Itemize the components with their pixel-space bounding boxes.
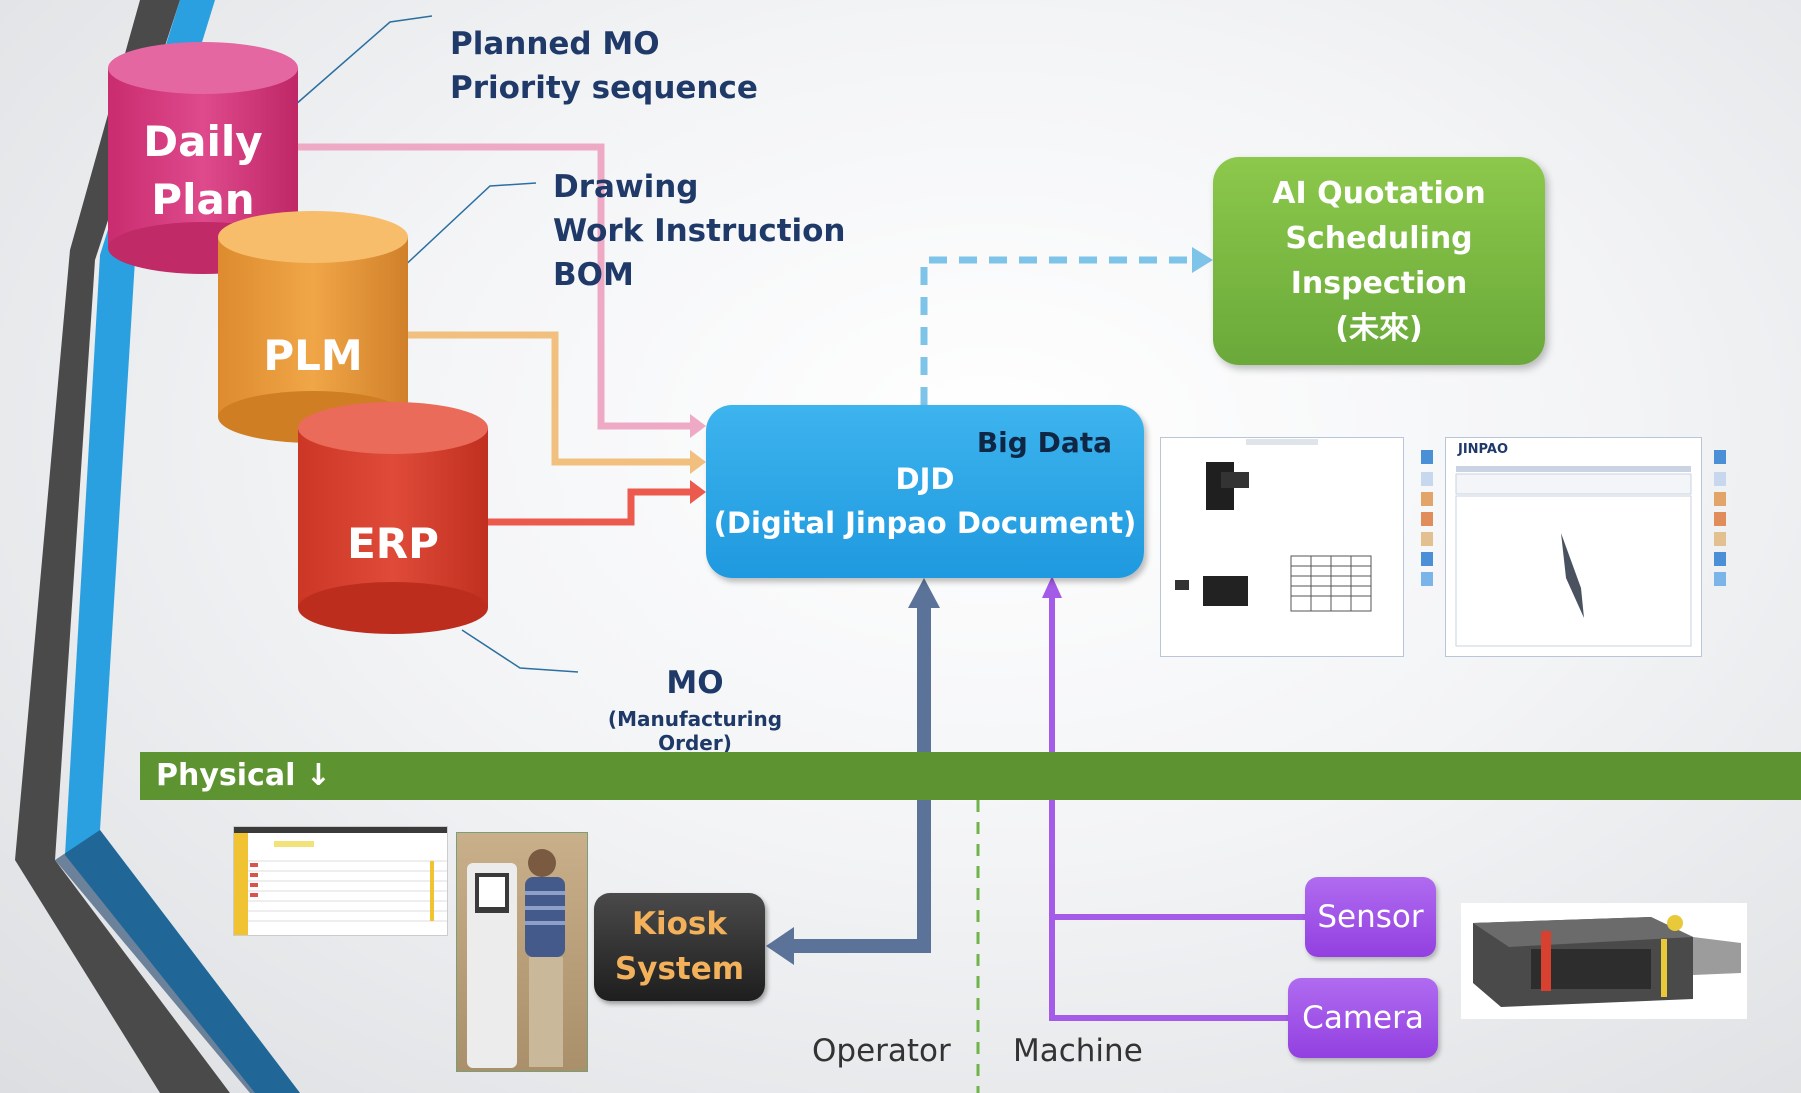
- drawing-document-thumbnail: [1160, 437, 1404, 657]
- ai-inspection: Inspection: [1290, 266, 1468, 301]
- daily-plan-label-2: Plan: [151, 175, 254, 224]
- kiosk-label-2: System: [614, 951, 745, 987]
- daily-plan-note: Planned MO Priority sequence: [450, 22, 758, 110]
- kiosk-photo: [456, 832, 588, 1072]
- note-work-instruction: Work Instruction: [553, 213, 846, 249]
- mo-subtitle: (Manufacturing Order): [607, 707, 783, 755]
- drawing-sheet-icon: [1175, 439, 1372, 612]
- ai-quotation: AI Quotation: [1272, 176, 1486, 211]
- camera-label: Camera: [1302, 1000, 1424, 1036]
- machine-arrows: [1049, 598, 1305, 1021]
- big-data-label: Big Data: [976, 426, 1112, 459]
- flow-arrows: [296, 143, 1213, 526]
- jinpao-toolbar: [1708, 440, 1734, 600]
- note-connectors: [294, 15, 579, 673]
- plm-arrowhead: [690, 450, 706, 474]
- ai-scheduling: Scheduling: [1285, 221, 1473, 256]
- djd-to-ai-arrow: [920, 256, 1192, 405]
- djd-subtitle: (Digital Jinpao Document): [713, 505, 1137, 540]
- note-planned-mo: Planned MO: [450, 26, 660, 62]
- laser-machine-photo: [1461, 903, 1747, 1019]
- erp-arrow: [488, 488, 690, 526]
- ai-box: AI Quotation Scheduling Inspection (未來): [1213, 157, 1545, 365]
- decorative-stripes: [15, 0, 300, 1093]
- machine-arrowhead: [1042, 576, 1062, 598]
- plm-label: PLM: [263, 331, 362, 380]
- plm-arrow: [408, 331, 690, 466]
- djd-box: Big Data DJD (Digital Jinpao Document): [706, 405, 1144, 578]
- sensor-label: Sensor: [1317, 899, 1424, 935]
- note-drawing: Drawing: [553, 169, 699, 205]
- plm-database: PLM: [218, 211, 408, 443]
- djd-to-ai-arrowhead: [1192, 247, 1213, 273]
- note-priority-sequence: Priority sequence: [450, 70, 758, 106]
- plm-note: Drawing Work Instruction BOM: [553, 165, 846, 297]
- jinpao-logo: JINPAO: [1458, 442, 1509, 457]
- operator-label: Operator: [812, 1033, 951, 1069]
- erp-label: ERP: [347, 519, 439, 568]
- daily-plan-arrow: [296, 143, 690, 430]
- machine-label: Machine: [1013, 1033, 1143, 1069]
- erp-database: ERP: [298, 402, 488, 634]
- daily-plan-arrowhead: [690, 414, 706, 438]
- camera-box: Camera: [1288, 978, 1438, 1058]
- kiosk-system-box: Kiosk System: [594, 893, 765, 1001]
- mo-title: MO: [666, 665, 724, 701]
- mo-label: MO (Manufacturing Order): [580, 665, 810, 755]
- physical-bar: Physical ↓: [140, 752, 1801, 800]
- spreadsheet-thumbnail: [233, 826, 448, 936]
- ai-future: (未來): [1335, 311, 1423, 346]
- erp-arrowhead: [690, 480, 706, 504]
- jinpao-document-thumbnail: JINPAO: [1445, 437, 1702, 657]
- note-bom: BOM: [553, 257, 634, 293]
- physical-label: Physical ↓: [156, 758, 331, 793]
- daily-plan-label-1: Daily: [143, 117, 262, 166]
- sensor-box: Sensor: [1305, 877, 1436, 957]
- kiosk-label-1: Kiosk: [631, 906, 727, 942]
- djd-title: DJD: [895, 461, 955, 496]
- drawing-toolbar: [1415, 440, 1441, 600]
